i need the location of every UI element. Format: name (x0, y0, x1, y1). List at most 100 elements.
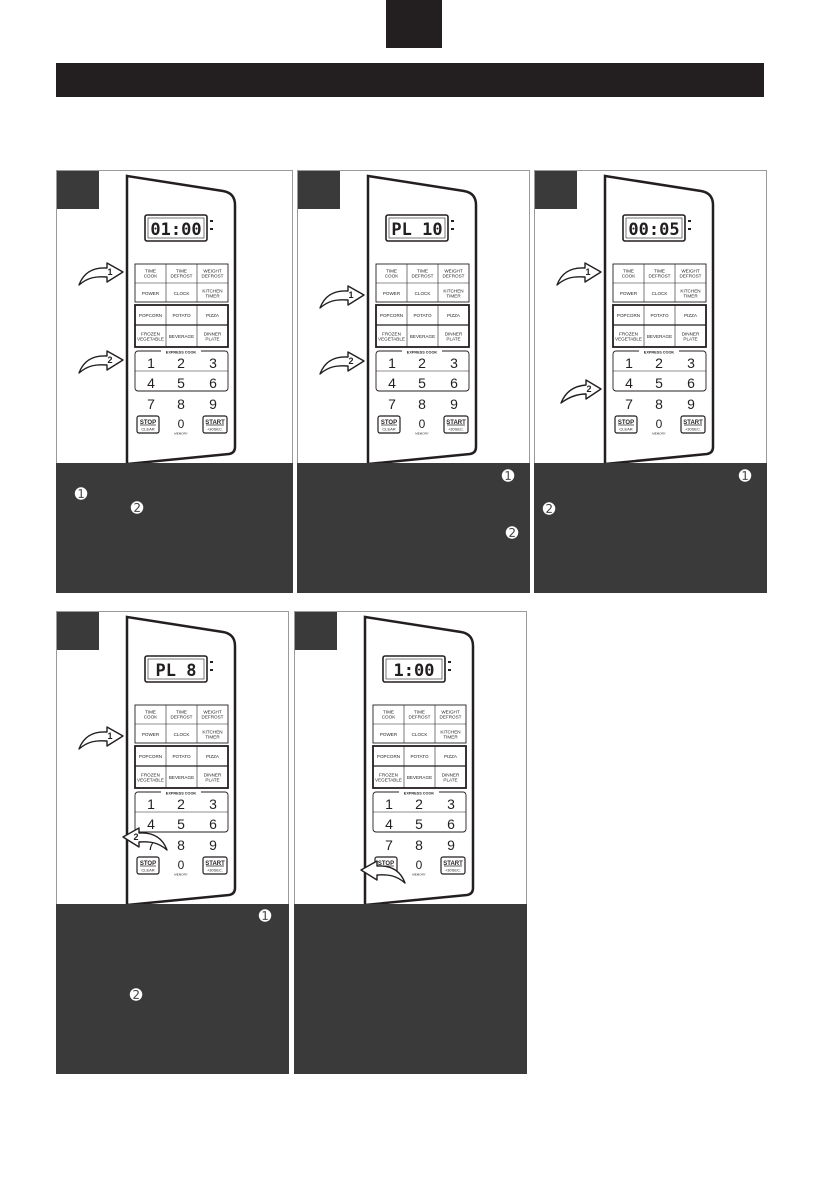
auto-cook-label: PIZZA (206, 754, 220, 759)
number-key: 5 (177, 375, 185, 391)
start-label: START (446, 420, 466, 426)
number-key: 7 (625, 396, 633, 412)
express-label-bg (639, 349, 679, 354)
page-number-tab (386, 0, 442, 48)
number-key: 9 (687, 396, 695, 412)
lcd-readout: 1:00 (394, 661, 435, 681)
number-key: 0 (178, 858, 185, 872)
lcd-indicator (451, 220, 454, 222)
step-caption-4: ➊ ➋ (56, 904, 289, 1074)
number-key: 8 (655, 396, 663, 412)
auto-cook-label: POTATO (410, 754, 429, 759)
number-key: 8 (177, 396, 185, 412)
lcd-inner-frame (147, 658, 205, 680)
auto-cook-label: POTATO (172, 754, 191, 759)
express-cook-label: EXPRESS COOK (404, 792, 435, 796)
step-caption-1: ➊ ➋ (56, 463, 293, 593)
lcd-readout: PL 8 (156, 661, 197, 681)
arrow-step-number: 2 (107, 355, 112, 365)
step-number-tab (298, 171, 340, 209)
stop-label: STOP (381, 420, 397, 426)
express-label-bg (161, 790, 201, 795)
number-key: 2 (415, 796, 423, 812)
number-key: 4 (147, 375, 155, 391)
auto-cook-label: PIZZA (684, 313, 698, 318)
function-key-label: CLOCK (174, 732, 191, 737)
start-label: START (205, 861, 225, 867)
lcd-readout: PL 10 (391, 220, 442, 240)
lcd-inner-frame (147, 217, 205, 239)
lcd-inner-frame (385, 658, 443, 680)
plus30-label: +30SEC. (207, 868, 223, 873)
lcd-display (385, 214, 449, 242)
function-key-label: CLOCK (415, 291, 432, 296)
plus30-label: +30SEC. (685, 427, 701, 432)
number-key: 8 (415, 837, 423, 853)
number-key: 9 (209, 396, 217, 412)
number-key: 7 (147, 837, 155, 853)
auto-cook-label: POPCORN (617, 313, 640, 318)
number-key: 6 (209, 375, 217, 391)
number-key: 4 (388, 375, 396, 391)
auto-cook-grid (134, 304, 229, 348)
number-key: 9 (209, 837, 217, 853)
number-key: 5 (655, 375, 663, 391)
circled-number-1-icon: ➊ (258, 908, 272, 925)
auto-cook-label: POPCORN (139, 754, 162, 759)
function-key-label: CLOCK (412, 732, 429, 737)
lcd-indicator (210, 220, 213, 222)
number-key: 5 (177, 816, 185, 832)
stop-clear-key (136, 415, 160, 434)
auto-cook-label: BEVERAGE (647, 334, 672, 339)
number-key: 1 (385, 796, 393, 812)
start-key (680, 415, 706, 434)
clear-label: CLEAR (382, 427, 395, 432)
start-label: START (205, 420, 225, 426)
start-label: START (683, 420, 703, 426)
number-key: 1 (147, 355, 155, 371)
express-cook-label: EXPRESS COOK (644, 351, 675, 355)
pointer-arrow (560, 379, 602, 404)
circled-number-1-icon: ➊ (738, 468, 752, 485)
plus30-label: +30SEC. (448, 427, 464, 432)
auto-cook-label: POPCORN (380, 313, 403, 318)
start-key (440, 856, 466, 875)
lcd-indicator (688, 220, 691, 222)
step-number-tab (57, 171, 99, 209)
express-cook-label: EXPRESS COOK (166, 351, 197, 355)
auto-cook-label: PIZZA (206, 313, 220, 318)
start-label: START (443, 861, 463, 867)
start-key (443, 415, 469, 434)
step-number-tab (535, 171, 577, 209)
auto-cook-label: PIZZA (447, 313, 461, 318)
pointer-arrow (78, 726, 124, 750)
auto-cook-label: POTATO (650, 313, 669, 318)
function-key-label: CLOCK (652, 291, 669, 296)
function-key-label: POWER (142, 732, 160, 737)
number-key: 3 (209, 355, 217, 371)
auto-cook-label: POPCORN (377, 754, 400, 759)
step-number-tab (295, 612, 337, 650)
